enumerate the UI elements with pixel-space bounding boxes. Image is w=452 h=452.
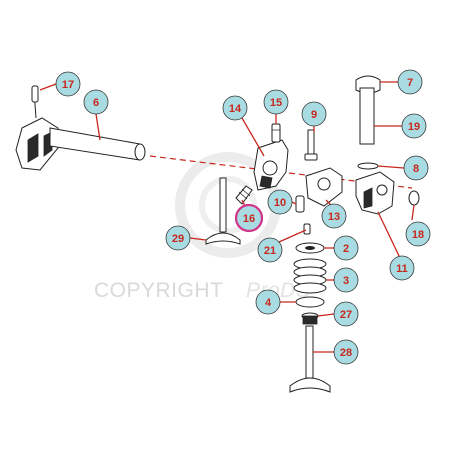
callout-29: 29: [165, 225, 191, 251]
callout-13: 13: [321, 203, 347, 229]
part-11-end-bracket: [355, 171, 395, 215]
part-18-cap: [408, 190, 420, 206]
callout-6-label: 6: [93, 97, 99, 109]
part-6-shaft-bracket: [15, 89, 146, 171]
part-4-spring-seat: [295, 296, 325, 308]
callout-14-label: 14: [229, 103, 242, 115]
callout-18-label: 18: [412, 229, 424, 241]
callout-15-label: 15: [270, 97, 282, 109]
part-2-retainer: [295, 242, 325, 254]
part-27-valve-seal: [301, 312, 319, 325]
callout-7-label: 7: [407, 77, 413, 89]
callout-15: 15: [263, 89, 289, 115]
callout-21-label: 21: [264, 245, 276, 257]
part-9-bolt: [304, 129, 318, 161]
part-19-pushrod: [359, 87, 375, 145]
callout-14: 14: [222, 95, 248, 121]
part-16-adjuster: [235, 185, 253, 205]
callout-8-label: 8: [413, 163, 419, 175]
callout-27-label: 27: [340, 309, 352, 321]
callout-9: 9: [301, 101, 327, 127]
callout-28-label: 28: [340, 347, 352, 359]
callout-29-label: 29: [172, 233, 184, 245]
watermark-text: COPYRIGHT: [94, 279, 223, 302]
callout-8: 8: [403, 155, 429, 181]
callout-27: 27: [333, 301, 359, 327]
callout-7: 7: [397, 69, 423, 95]
callout-18: 18: [405, 221, 431, 247]
part-15-bolt: [271, 123, 281, 143]
callout-19: 19: [401, 113, 427, 139]
callouts: 17 6 14 15 9 7 19 8: [55, 69, 431, 365]
callout-11-label: 11: [396, 263, 408, 275]
part-17-pin: [31, 85, 39, 103]
callout-17-label: 17: [62, 79, 74, 91]
callout-9-label: 9: [311, 109, 317, 121]
part-21-keeper: [303, 223, 311, 235]
callout-13-label: 13: [328, 211, 340, 223]
callout-10-label: 10: [274, 197, 286, 209]
part-10-adjuster: [295, 195, 305, 213]
part-13-rocker-arm: [305, 167, 343, 207]
callout-16: 16: [234, 203, 264, 233]
callout-21: 21: [257, 237, 283, 263]
callout-4-label: 4: [265, 297, 272, 309]
part-8-washer: [357, 162, 379, 170]
callout-3: 3: [333, 267, 359, 293]
callout-16-label: 16: [243, 213, 255, 225]
callout-11: 11: [389, 255, 415, 281]
callout-2-label: 2: [343, 243, 349, 255]
part-3-valve-spring: [293, 258, 327, 294]
callout-3-label: 3: [343, 275, 349, 287]
callout-19-label: 19: [408, 121, 420, 133]
callout-6: 6: [83, 89, 109, 115]
part-29-valve: [205, 177, 241, 245]
callout-2: 2: [333, 235, 359, 261]
part-28-valve: [289, 325, 331, 393]
callout-17: 17: [55, 71, 81, 97]
callout-4: 4: [255, 289, 281, 315]
callout-28: 28: [333, 339, 359, 365]
callout-10: 10: [267, 189, 293, 215]
